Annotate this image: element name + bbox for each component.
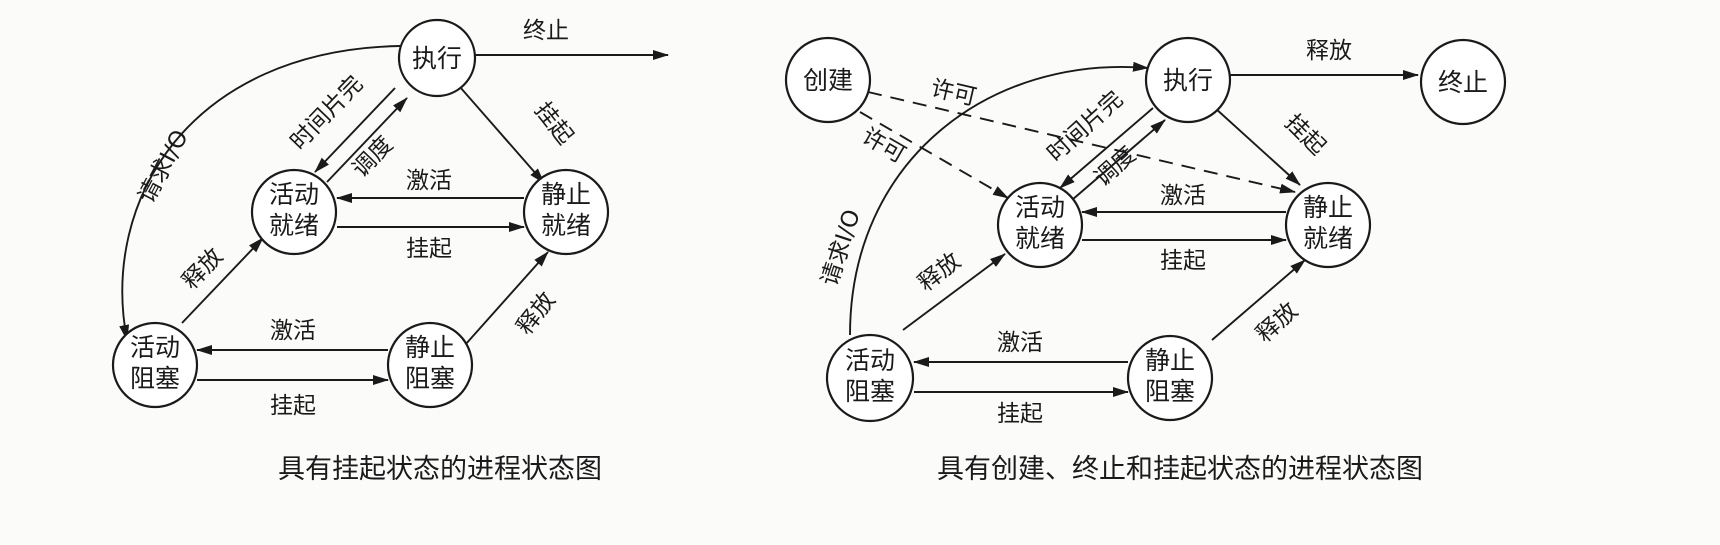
label-suspend-ready: 挂起 <box>406 236 452 262</box>
label-dispatch2: 调度 <box>1090 142 1142 192</box>
node-exec: 执行 <box>397 18 477 98</box>
svg-text:就绪: 就绪 <box>269 211 319 240</box>
svg-text:活动: 活动 <box>269 180 319 209</box>
caption-diagram1: 具有挂起状态的进程状态图 <box>278 454 602 485</box>
label-release-sblock: 释放 <box>512 288 561 340</box>
label-time-slice: 时间片完 <box>286 71 369 155</box>
node-active-block2: 活动 阻塞 <box>825 333 915 423</box>
node-exec2: 执行 <box>1144 36 1232 124</box>
edge-exec-sready <box>459 86 545 184</box>
label-activate-ready: 激活 <box>406 168 452 194</box>
node-create: 创建 <box>784 36 872 124</box>
svg-text:阻塞: 阻塞 <box>130 364 180 393</box>
label-activate-ready2: 激活 <box>1160 183 1206 209</box>
svg-text:阻塞: 阻塞 <box>405 364 455 393</box>
svg-text:就绪: 就绪 <box>1015 224 1065 253</box>
label-dispatch: 调度 <box>348 132 399 183</box>
node-terminate2: 终止 <box>1419 38 1507 126</box>
label-release-sblock2: 释放 <box>1252 298 1304 348</box>
label-suspend-exec2: 挂起 <box>1279 110 1330 161</box>
label-terminate: 终止 <box>523 18 569 44</box>
label-suspend-exec: 挂起 <box>529 98 578 150</box>
edge-ready-exec2 <box>1071 119 1166 201</box>
edge-sblock-sready <box>464 251 549 346</box>
label-io-request: 请求I/O <box>134 126 194 208</box>
edge-block-ready2 <box>902 253 1006 331</box>
svg-text:静止: 静止 <box>1303 193 1353 222</box>
node-active-block: 活动 阻塞 <box>111 321 199 409</box>
edge-exec-ready <box>314 87 396 173</box>
node-static-block2: 静止 阻塞 <box>1126 334 1214 422</box>
svg-text:阻塞: 阻塞 <box>845 377 895 406</box>
node-static-ready2: 静止 就绪 <box>1284 181 1372 269</box>
svg-text:活动: 活动 <box>1015 193 1065 222</box>
edge-ready-exec <box>326 97 408 183</box>
edge-block-ready <box>181 237 264 324</box>
svg-text:阻塞: 阻塞 <box>1145 377 1195 406</box>
diagram-suspend: 终止 请求I/O 时间片完 调度 挂起 激活 挂起 释放 释放 激活 挂起 执行… <box>111 18 669 485</box>
label-permit-sready: 许可 <box>928 75 979 111</box>
svg-text:活动: 活动 <box>130 333 180 362</box>
label-permit-ready: 许可 <box>857 123 910 169</box>
diagram-create-terminate-suspend: 许可 许可 释放 请求I/O 时间片完 调度 挂起 激活 挂起 释放 释放 激活… <box>784 36 1507 485</box>
svg-text:执行: 执行 <box>412 44 462 73</box>
label-io-request2: 请求I/O <box>817 206 866 289</box>
svg-text:终止: 终止 <box>1438 68 1488 97</box>
svg-text:就绪: 就绪 <box>541 211 591 240</box>
node-static-block: 静止 阻塞 <box>386 321 474 409</box>
svg-text:静止: 静止 <box>1145 346 1195 375</box>
svg-text:活动: 活动 <box>845 346 895 375</box>
label-release-block: 释放 <box>178 244 229 295</box>
edge-block-exec-io <box>849 61 1149 336</box>
edge-exec-ready2 <box>1059 107 1154 189</box>
node-active-ready2: 活动 就绪 <box>996 181 1084 269</box>
node-static-ready: 静止 就绪 <box>522 168 610 256</box>
label-suspend-ready2: 挂起 <box>1160 248 1206 274</box>
edge-create-sready <box>867 91 1296 194</box>
svg-text:静止: 静止 <box>541 180 591 209</box>
svg-text:就绪: 就绪 <box>1303 224 1353 253</box>
label-activate-block: 激活 <box>270 318 316 344</box>
edge-exec-block-io <box>119 45 401 341</box>
edge-sblock-sready2 <box>1211 259 1306 341</box>
edge-create-ready <box>859 111 1009 199</box>
caption-diagram2: 具有创建、终止和挂起状态的进程状态图 <box>937 454 1423 485</box>
svg-text:创建: 创建 <box>803 66 853 95</box>
label-suspend-block: 挂起 <box>270 393 316 419</box>
node-active-ready: 活动 就绪 <box>250 168 338 256</box>
svg-text:静止: 静止 <box>405 333 455 362</box>
edge-exec-sready2 <box>1214 107 1301 186</box>
label-suspend-block2: 挂起 <box>997 401 1043 427</box>
label-release-exec: 释放 <box>1306 38 1352 64</box>
svg-text:执行: 执行 <box>1163 66 1213 95</box>
label-activate-block2: 激活 <box>997 330 1043 356</box>
